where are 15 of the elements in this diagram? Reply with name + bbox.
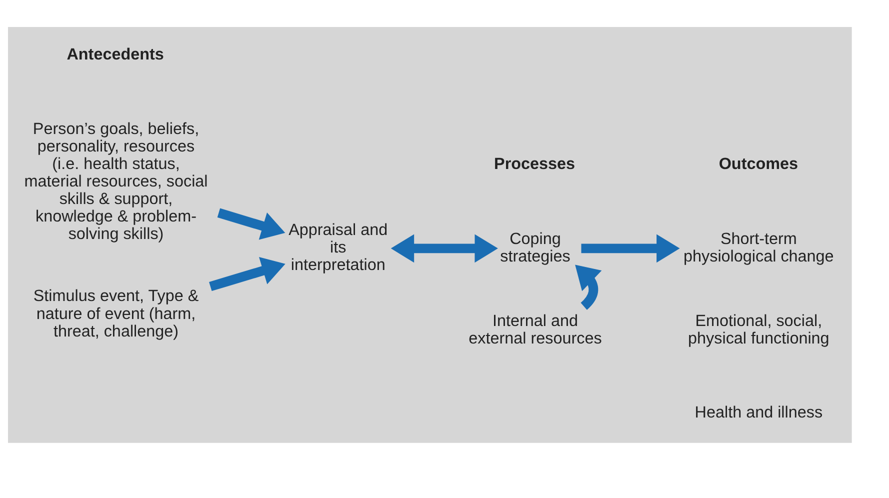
arrow [209, 256, 286, 291]
node-text: Person’s goals, beliefs, personality, resources (i.e. health status, material resources, social skills & support, knowledge & problem-solving skills) [24, 119, 208, 243]
arrow [390, 234, 498, 262]
node-text: Internal and external resources [468, 312, 602, 348]
label: Processes [494, 154, 576, 172]
arrow [217, 208, 286, 240]
node-text: Coping strategies [500, 229, 570, 265]
label: Outcomes [718, 154, 798, 172]
arrow [581, 234, 680, 262]
label: Health and illness [694, 402, 823, 421]
node-text: Short-term physiological change [684, 229, 834, 265]
label: Antecedents [66, 45, 164, 64]
node-text: Appraisal and its interpretation [288, 220, 388, 274]
node-text: Stimulus event, Type & nature of event (harm, threat, challenge) [33, 286, 199, 340]
label: Emotional, social, physical functioning [688, 312, 830, 348]
